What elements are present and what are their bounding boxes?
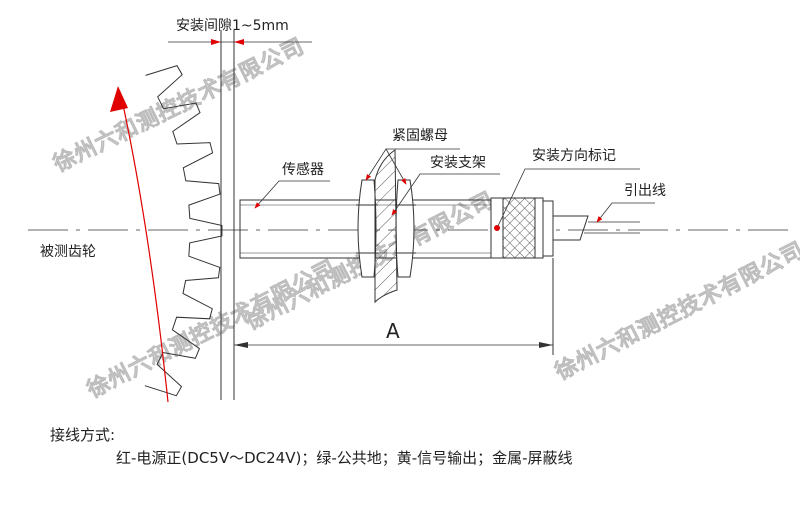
gap-arrow-right <box>234 39 244 45</box>
gap-arrow-left <box>211 39 221 45</box>
direction-mark-label: 安装方向标记 <box>532 148 616 164</box>
dimension-a-arrow-left <box>234 342 248 348</box>
lead-wire-label: 引出线 <box>624 183 666 199</box>
gap-label: 安装间隙1~5mm <box>176 18 289 34</box>
watermark: 徐州六和测控技术有限公司 <box>550 237 800 386</box>
rotation-arrowhead <box>110 86 128 112</box>
lock-nut-label: 紧固螺母 <box>392 128 448 144</box>
dimension-a-label: A <box>386 319 400 343</box>
bracket-label: 安装支架 <box>430 155 486 171</box>
wiring-description: 红-电源正(DC5V～DC24V)；绿-公共地；黄-信号输出；金属-屏蔽线 <box>116 449 573 467</box>
gear-label: 被测齿轮 <box>40 244 96 260</box>
shield-knurl <box>502 197 536 259</box>
sensor-cap <box>542 200 554 257</box>
dimension-a-arrow-right <box>539 342 553 348</box>
leader-lines <box>254 148 655 227</box>
watermark: 徐州六和测控技术有限公司 <box>48 33 308 178</box>
gear-teeth <box>144 65 223 397</box>
direction-mark-dot <box>494 225 500 231</box>
watermark: 徐州六和测控技术有限公司 <box>82 255 341 404</box>
wiring-title: 接线方式: <box>50 426 116 444</box>
lead-cable <box>553 215 589 241</box>
sensor-label: 传感器 <box>282 161 324 178</box>
mounting-bracket <box>374 149 398 304</box>
rotation-arrow <box>121 99 169 403</box>
